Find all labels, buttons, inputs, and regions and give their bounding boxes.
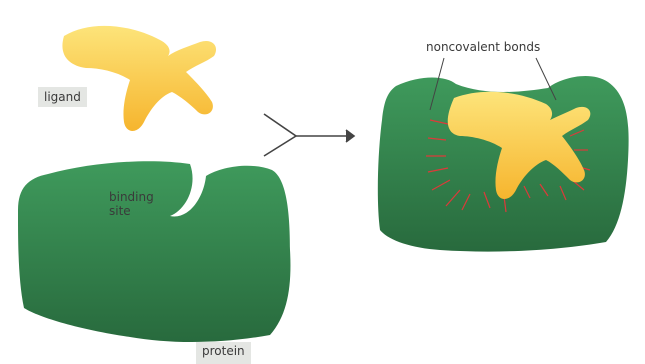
noncovalent-bonds-label: noncovalent bonds <box>426 40 540 54</box>
binding-arrow <box>264 114 354 156</box>
free-ligand <box>62 26 216 131</box>
protein-label: protein <box>196 342 251 364</box>
ligand-label: ligand <box>38 87 87 107</box>
free-protein <box>18 161 290 342</box>
binding-site-label: binding site <box>109 190 154 218</box>
